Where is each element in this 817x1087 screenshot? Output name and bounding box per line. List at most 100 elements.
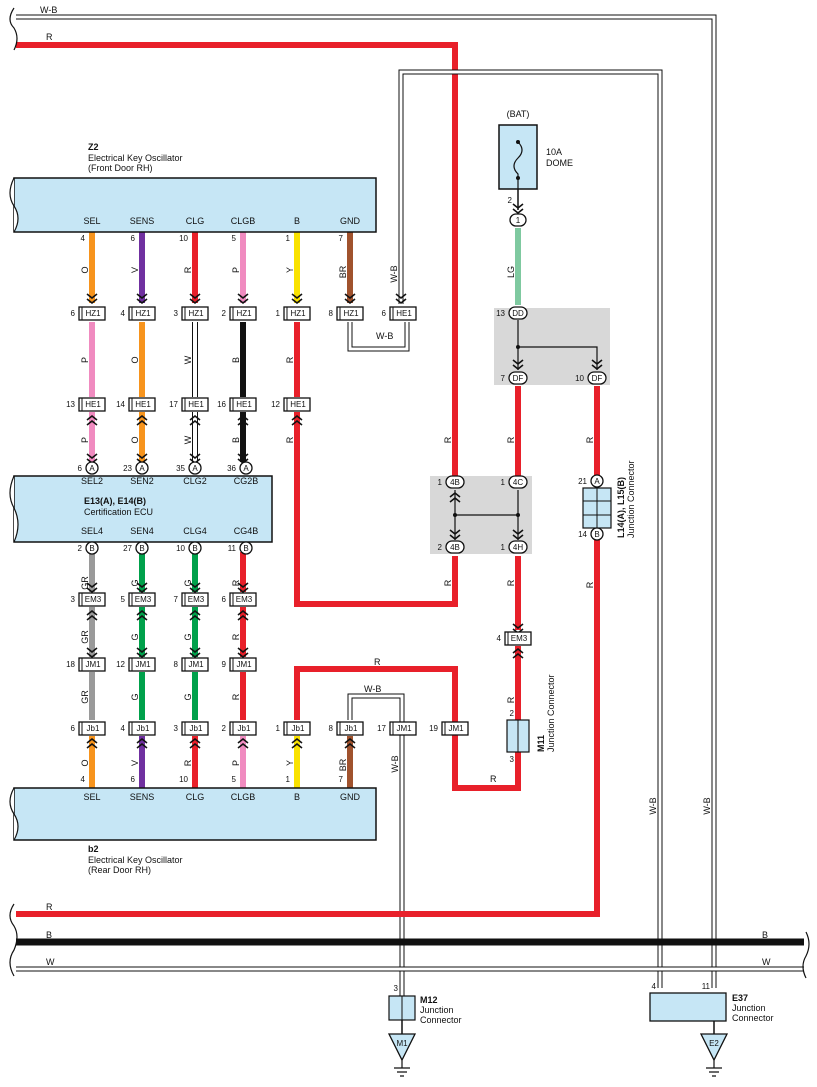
chevron-em3-right-up	[512, 647, 524, 659]
wire-r-l14-bottom	[16, 540, 600, 917]
ground-e2: E2	[699, 1033, 729, 1077]
z2-sub: (Front Door RH)	[88, 163, 153, 173]
connector-he1-1-pin: 14	[116, 400, 125, 409]
chevron-hz1-0	[86, 293, 98, 305]
connector-em3-3: EM3 6	[222, 592, 257, 607]
ecu-bottom-terminal-2-pin: 10	[176, 544, 185, 553]
terminal-4b-bottom: 4B2	[438, 540, 465, 554]
connector-em3-3-code: EM3	[236, 595, 253, 604]
b2-pin-sens: SENS	[130, 792, 155, 802]
b2-name: Electrical Key Oscillator	[88, 855, 183, 865]
z2-num: 10	[179, 234, 188, 243]
m12-pin: 3	[394, 984, 399, 993]
ecu-bottom-terminal-2-letter: B	[192, 544, 197, 553]
l14-terminal-b: B14	[578, 527, 604, 541]
wire-label-v-19: R	[585, 436, 595, 443]
chevron-jm1-0	[86, 647, 98, 659]
terminal-4h-pin: 1	[501, 543, 506, 552]
connector-em3-1-code: EM3	[135, 595, 152, 604]
terminal-df-7-code: DF	[513, 374, 524, 383]
terminal-4b-top-code: 4B	[450, 478, 460, 487]
m11-code: M11	[536, 735, 546, 752]
terminal-4h-code: 4H	[513, 543, 523, 552]
ecu-top-terminal-2-letter: A	[192, 464, 198, 473]
terminal-dd-code: DD	[512, 309, 524, 318]
l14-terminal-a-letter: A	[594, 477, 600, 486]
chevron-df-10	[591, 359, 603, 371]
connector-em3-3-pin: 6	[222, 595, 227, 604]
b2-component: b2 Electrical Key Oscillator (Rear Door …	[9, 775, 377, 875]
chevron-he1-2	[189, 414, 201, 426]
wire-label-v-45: W-B	[702, 797, 712, 814]
wire-label-b-left: B	[46, 930, 52, 940]
l14-terminal-b-letter: B	[594, 530, 599, 539]
ecu-pin-cg2b: CG2B	[234, 476, 259, 486]
z2-pin-clgb: CLGB	[231, 216, 256, 226]
wire-label-v-27: GR	[80, 630, 90, 644]
wire-label-v-38: R	[183, 759, 193, 766]
wire-label-wb-top: W-B	[40, 5, 57, 15]
wire-label-v-32: G	[130, 693, 140, 700]
chevron-hz1-5	[344, 293, 356, 305]
connector-em3-right-pin: 4	[497, 634, 502, 643]
ecu-top-terminal-0: A6	[78, 461, 99, 475]
connector-jm1-0-pin: 18	[66, 660, 75, 669]
ecu-bottom-terminal-0-pin: 2	[78, 544, 83, 553]
wire-label-v-23: G	[183, 579, 193, 586]
terminal-df-10-pin: 10	[575, 374, 584, 383]
wire-label-v-18: R	[506, 436, 516, 443]
chevron-em3-2	[189, 582, 201, 594]
connector-hz1-0-pin: 6	[71, 309, 76, 318]
fuse-conn: 1	[516, 216, 521, 225]
terminal-4c-pin: 1	[501, 478, 506, 487]
wire-label-v-8: O	[130, 356, 140, 363]
z2-num: 7	[339, 234, 344, 243]
z2-code: Z2	[88, 142, 99, 152]
connector-hz1-1-pin: 4	[121, 309, 126, 318]
z2-num: 4	[81, 234, 86, 243]
connector-jm1-3-pin: 9	[222, 660, 227, 669]
wire-label-r-jb1: R	[374, 657, 381, 667]
chevron-em3b-3	[237, 609, 249, 621]
chevron-jb1-2	[189, 737, 201, 749]
certification-ecu: E13(A), E14(B) Certification ECU SEL2 SE…	[9, 475, 273, 543]
connector-he1-1-code: HE1	[135, 400, 151, 409]
chevron-em3b-1	[136, 609, 148, 621]
connector-jb1-4-pin: 1	[276, 724, 281, 733]
wire-label-wb-loop: W-B	[376, 331, 393, 341]
wire-label-v-35: R	[506, 696, 516, 703]
connector-hz1-4-code: HZ1	[290, 309, 306, 318]
wire-label-v-25: R	[443, 579, 453, 586]
connector-em3-right-code: EM3	[511, 634, 528, 643]
chevron-he1-top	[395, 293, 407, 305]
connector-jb1-0-code: Jb1	[87, 724, 100, 733]
e37-name: Junction	[732, 1003, 766, 1013]
wire-label-v-34: R	[231, 693, 241, 700]
b2-sub: (Rear Door RH)	[88, 865, 151, 875]
connector-em3-2-code: EM3	[188, 595, 205, 604]
chevron-4b-down	[449, 529, 461, 541]
wire-label-v-2: R	[183, 266, 193, 273]
z2-num: 5	[232, 234, 237, 243]
l14-junction-connector: L14(A), L15(B) Junction Connector	[582, 460, 636, 538]
terminal-df-7: DF7	[501, 371, 528, 385]
connector-jb1-4-code: Jb1	[292, 724, 305, 733]
terminal-4c-code: 4C	[513, 478, 523, 487]
connector-hz1-0-code: HZ1	[85, 309, 101, 318]
m11-pin: 3	[510, 755, 515, 764]
connector-jm1-0-code: JM1	[85, 660, 101, 669]
connector-em3-0-code: EM3	[85, 595, 102, 604]
terminal-df-10-code: DF	[592, 374, 603, 383]
connector-he1-top-code: HE1	[396, 309, 412, 318]
wire-label-r-bottom: R	[46, 902, 53, 912]
terminal-dd-pin: 13	[496, 309, 505, 318]
connector-jb1-4: Jb1 1	[276, 721, 311, 736]
ecu-pin-sel4: SEL4	[81, 526, 103, 536]
